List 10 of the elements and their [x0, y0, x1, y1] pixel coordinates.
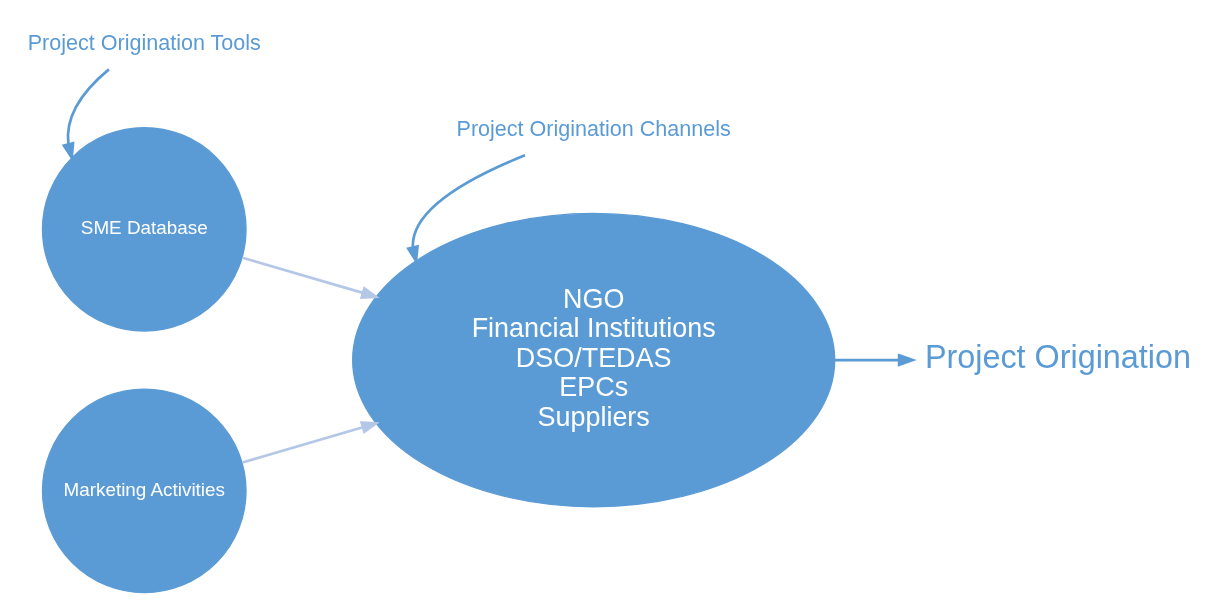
node-text: Project Origination Tools — [27, 29, 261, 55]
node-ellipse: NGO Financial Institutions DSO/TEDAS EPCs Suppliers — [351, 212, 836, 508]
node-circle: SME Database — [41, 126, 247, 332]
arrow — [834, 353, 917, 367]
node-text: Project Origination — [924, 339, 1191, 376]
arrow — [61, 68, 110, 162]
arrow — [242, 421, 380, 464]
node-text: Project Origination Channels — [456, 116, 731, 142]
node-circle: Marketing Activities — [41, 388, 247, 594]
arrow — [242, 256, 380, 299]
